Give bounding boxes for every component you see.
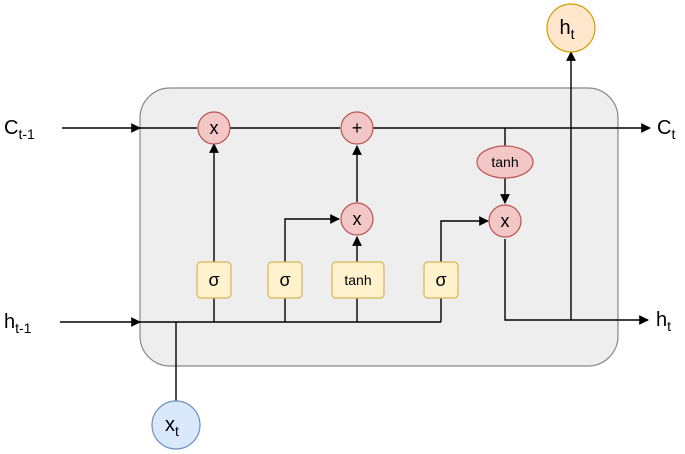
output-mult-symbol: x xyxy=(501,211,510,231)
connectors xyxy=(60,51,651,406)
candidate-gate: tanh xyxy=(331,261,385,299)
output-gate-to-mult xyxy=(440,216,489,262)
h-output-node: ht xyxy=(546,3,596,53)
x-input-node: xt xyxy=(151,400,201,450)
c-out-sub: t xyxy=(671,126,675,142)
c-in-sub: t-1 xyxy=(18,126,35,142)
input-gate: σ xyxy=(267,261,303,299)
output-mult-op: x xyxy=(488,204,522,238)
input-gate-to-mult xyxy=(284,214,340,262)
output-gate-label: σ xyxy=(435,270,446,290)
h-out-base: h xyxy=(656,309,667,331)
h-top-sub: t xyxy=(571,26,575,42)
c-in-base: C xyxy=(4,117,18,139)
add-op: + xyxy=(340,111,374,145)
forget-gate-label: σ xyxy=(208,270,219,290)
cell-tanh-op: tanh xyxy=(476,145,534,179)
candidate-gate-label: tanh xyxy=(344,272,371,288)
h-in-base: h xyxy=(4,311,15,333)
forget-mult-symbol: x xyxy=(210,118,219,138)
c-in-label: Ct-1 xyxy=(4,117,35,142)
h-out-label: ht xyxy=(656,309,671,334)
x-node-sub: t xyxy=(175,423,179,439)
forget-mult-op: x xyxy=(197,111,231,145)
input-gate-label: σ xyxy=(279,270,290,290)
c-out-base: C xyxy=(657,117,671,139)
forget-gate: σ xyxy=(196,261,232,299)
h-out-arrow xyxy=(504,239,649,325)
output-gate: σ xyxy=(423,261,459,299)
x-node-base: x xyxy=(165,414,175,436)
h-out-sub: t xyxy=(667,318,671,334)
cell-tanh-label: tanh xyxy=(491,154,518,170)
h-top-base: h xyxy=(559,17,570,39)
h-in-sub: t-1 xyxy=(15,320,32,336)
h-in-label: ht-1 xyxy=(4,311,32,336)
svg-text:ht: ht xyxy=(559,17,574,42)
add-symbol: + xyxy=(352,118,363,138)
c-out-label: Ct xyxy=(657,117,675,142)
input-mult-symbol: x xyxy=(353,209,362,229)
input-mult-op: x xyxy=(340,202,374,236)
svg-text:xt: xt xyxy=(165,414,179,439)
